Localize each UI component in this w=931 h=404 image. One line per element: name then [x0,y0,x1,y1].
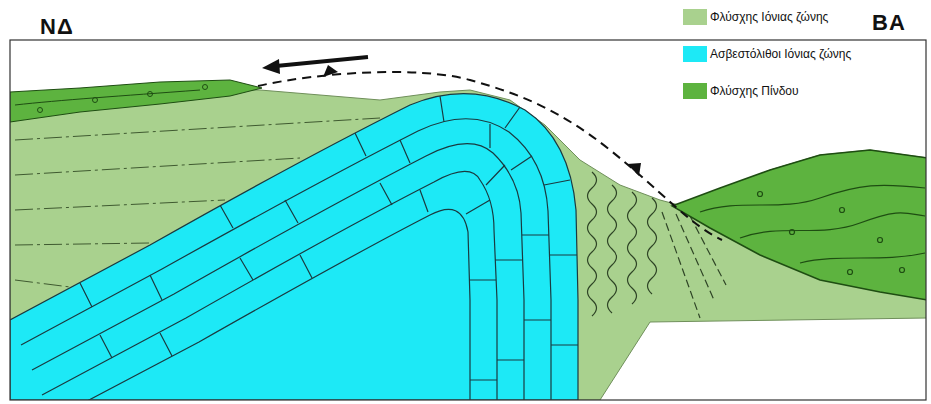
direction-label: ΝΔ [40,14,74,40]
pebble [848,270,853,275]
limestone-layers [21,96,578,400]
limestone-layer-line [21,119,551,400]
thrust-line [258,72,722,240]
limestone-joints [160,190,497,380]
legend-swatch [683,9,707,25]
pebble [878,238,883,243]
pebble [203,85,208,90]
legend-row: Φλύσχης Πίνδου [683,82,799,100]
pindos-left-texture [15,85,208,113]
limestone-joints [80,96,578,345]
fold-line [588,172,597,316]
pebble [93,98,98,103]
pindos-flysch-right [672,150,926,300]
pindos-line [700,185,925,212]
pebble [790,230,795,235]
legend-text: Φλύσχης Ιόνιας ζώνης [710,10,828,24]
limestone-layer-line [42,171,497,400]
legend-swatch [683,46,707,62]
geology-group [10,65,926,400]
thrust-tooth [323,65,338,77]
pebble [38,108,43,113]
fold-line [628,192,637,304]
direction-label: ΒΑ [872,10,906,36]
pebble [148,92,153,97]
limestone-joints [150,124,551,320]
ionian-limestone-anticline [10,94,578,400]
bedding-line [15,243,150,245]
bedding-line [15,200,225,210]
pindos-line [740,213,925,238]
pebble [900,268,905,273]
pindos-right-texture [700,185,925,274]
limestone-layer-line [53,209,470,400]
legend-swatch [683,83,707,99]
pindos-line [15,90,200,105]
legend-text: Φλύσχης Πίνδου [710,84,799,98]
legend-text: Ασβεστόλιθοι Ιόνιας ζώνης [710,47,851,61]
pindos-line [800,253,925,263]
fold-line [608,185,617,313]
bedding-line [15,158,300,175]
legend-row: Ασβεστόλιθοι Ιόνιας ζώνης [683,45,851,63]
movement-arrowhead [262,59,280,74]
pebble [758,192,763,197]
bedding-line [15,118,380,140]
section-frame [10,40,926,400]
limestone-joints [100,165,524,360]
pindos-flysch-left [10,80,262,122]
movement-arrow-shaft [276,57,368,66]
shear-line [662,212,700,318]
pebble [840,208,845,213]
fold-line [648,198,657,294]
bedding-line [15,280,70,287]
legend-row: Φλύσχης Ιόνιας ζώνης [683,8,828,26]
thrust-tooth [627,163,641,176]
limestone-layer-line [32,144,524,400]
